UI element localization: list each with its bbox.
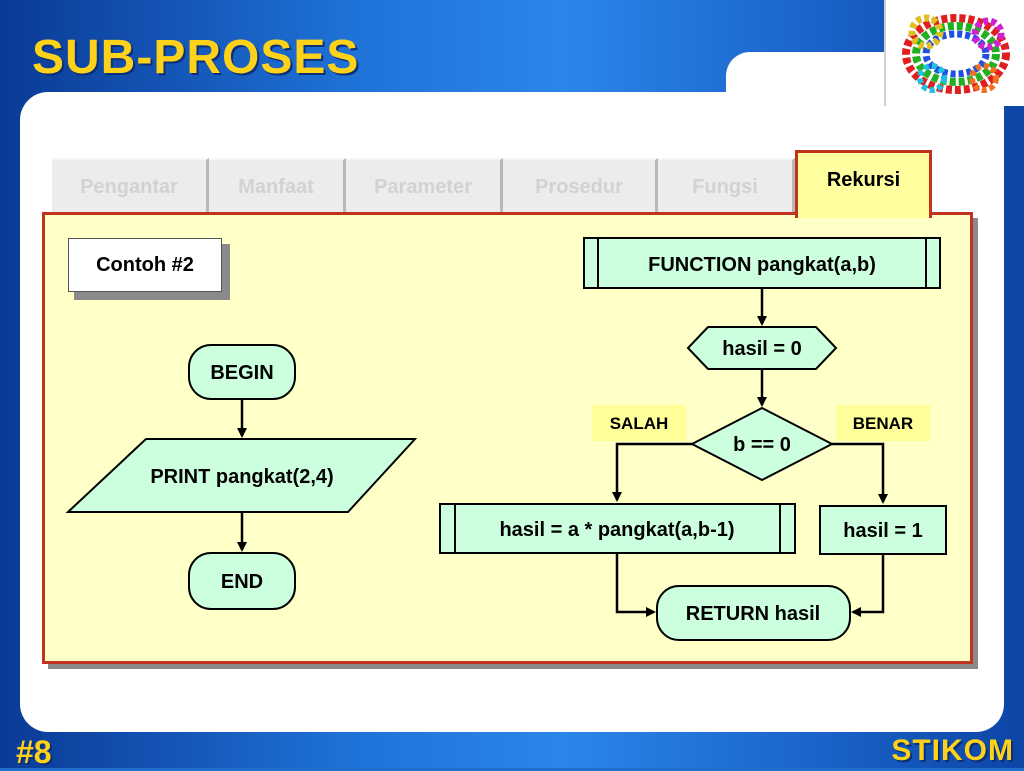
arrow-condition-false <box>612 442 692 502</box>
condition-node: b == 0 <box>689 406 835 482</box>
slide-title: SUB-PROSES <box>32 31 360 84</box>
arrow-true-return <box>851 554 885 617</box>
false-label-text: SALAH <box>610 414 669 433</box>
function-header-text: FUNCTION pangkat(a,b) <box>648 254 876 276</box>
init-node: hasil = 0 <box>686 326 838 370</box>
gears-logo-icon <box>902 14 1010 94</box>
tab-manfaat[interactable]: Manfaat <box>209 158 346 214</box>
true-branch-text: hasil = 1 <box>843 520 923 542</box>
init-text: hasil = 0 <box>722 338 802 360</box>
tab-pengantar[interactable]: Pengantar <box>52 158 209 214</box>
print-node: PRINT pangkat(2,4) <box>65 438 418 513</box>
arrow-false-return <box>615 553 656 617</box>
tab-parameter[interactable]: Parameter <box>346 158 503 214</box>
logo <box>884 0 1024 106</box>
example-label: Contoh #2 <box>68 238 222 292</box>
condition-text: b == 0 <box>733 434 791 456</box>
tab-prosedur[interactable]: Prosedur <box>503 158 658 214</box>
true-label: BENAR <box>836 405 930 441</box>
begin-node: BEGIN <box>188 344 296 400</box>
function-header-node: FUNCTION pangkat(a,b) <box>583 237 941 289</box>
false-branch-node: hasil = a * pangkat(a,b-1) <box>439 503 796 554</box>
begin-text: BEGIN <box>210 362 273 384</box>
true-branch-node: hasil = 1 <box>819 505 947 555</box>
end-text: END <box>221 571 263 593</box>
print-text: PRINT pangkat(2,4) <box>150 466 333 488</box>
brand-label: STIKOM <box>891 734 1014 767</box>
false-branch-text: hasil = a * pangkat(a,b-1) <box>499 519 734 541</box>
return-text: RETURN hasil <box>686 603 820 625</box>
slide-number: #8 <box>16 734 52 770</box>
end-node: END <box>188 552 296 610</box>
true-label-text: BENAR <box>853 414 913 433</box>
arrow-condition-true <box>832 442 888 504</box>
return-node: RETURN hasil <box>656 585 851 641</box>
false-label: SALAH <box>592 405 686 441</box>
tab-rekursi[interactable]: Rekursi <box>795 150 932 218</box>
tab-fungsi[interactable]: Fungsi <box>658 158 795 214</box>
